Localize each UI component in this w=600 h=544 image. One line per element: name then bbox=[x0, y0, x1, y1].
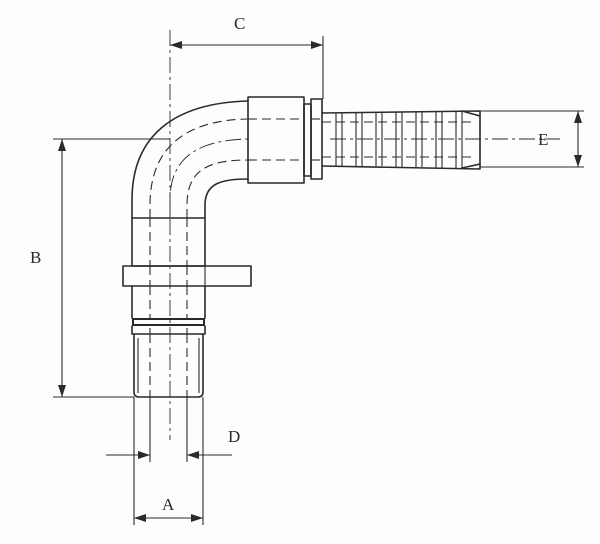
dimension-c bbox=[170, 36, 324, 99]
hex-nut bbox=[122, 265, 252, 287]
label-b: B bbox=[30, 248, 41, 267]
collar-flange bbox=[303, 98, 323, 180]
dimension-a bbox=[133, 397, 204, 525]
o-ring bbox=[131, 318, 206, 335]
dimension-e bbox=[480, 110, 584, 168]
dimension-d bbox=[106, 397, 232, 462]
label-c: C bbox=[234, 14, 245, 33]
label-e: E bbox=[538, 130, 548, 149]
label-d: D bbox=[228, 427, 240, 446]
lower-body bbox=[131, 285, 206, 334]
dimension-b bbox=[53, 138, 170, 398]
label-a: A bbox=[162, 495, 175, 514]
ferrule-collar bbox=[247, 96, 305, 184]
elbow-bend bbox=[131, 100, 249, 219]
hose-barb bbox=[321, 110, 481, 170]
vertical-body bbox=[131, 217, 206, 267]
threaded-spigot bbox=[133, 333, 204, 398]
